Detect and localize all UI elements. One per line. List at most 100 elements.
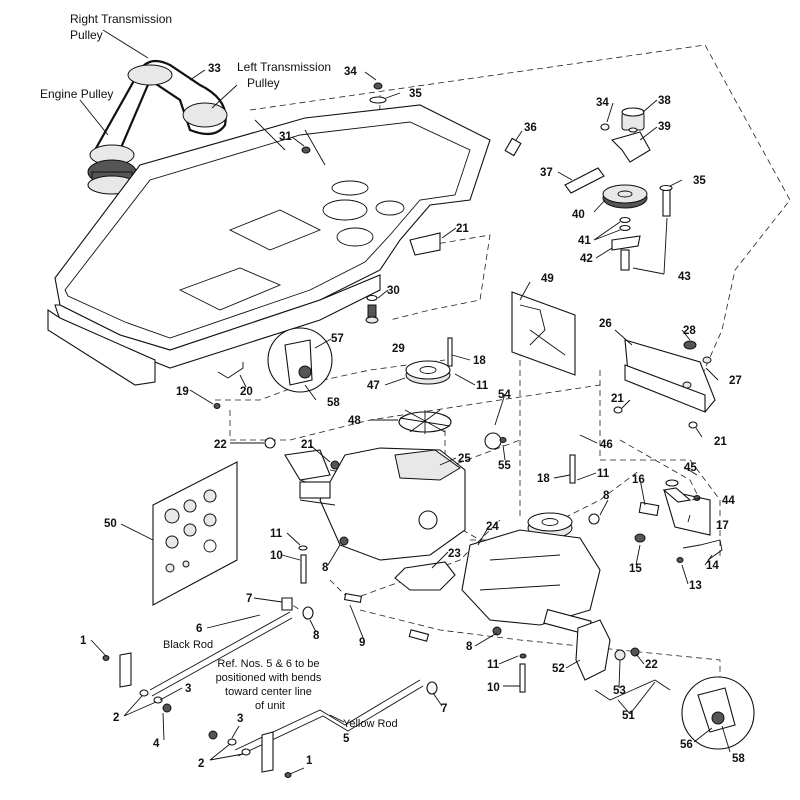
seal-kit-50 — [152, 461, 238, 606]
callout-1-b: 1 — [306, 755, 313, 767]
callout-56: 56 — [680, 739, 693, 751]
right-transmission-pulley-line1: Right Transmission — [70, 12, 172, 26]
callout-50: 50 — [104, 518, 117, 530]
callout-8: 8 — [603, 490, 610, 502]
callout-2-b: 2 — [198, 758, 204, 770]
callout-11-d: 11 — [487, 659, 500, 671]
callout-6: 6 — [196, 623, 202, 635]
rod-20 — [213, 362, 244, 409]
callout-18: 18 — [473, 355, 486, 367]
part-48-fan — [398, 409, 452, 434]
callout-42: 42 — [580, 253, 593, 265]
dashed-guide-lines — [215, 44, 791, 690]
part-42-shape — [611, 235, 641, 251]
callout-30: 30 — [387, 285, 400, 297]
bolt-29-30 — [365, 294, 379, 324]
callout-37: 37 — [540, 167, 553, 179]
callout-35: 35 — [409, 88, 422, 100]
callout-2: 2 — [113, 712, 119, 724]
black-rod-label: Black Rod — [163, 639, 213, 651]
bracket-23 — [394, 561, 456, 591]
callout-10-b: 10 — [487, 682, 500, 694]
callout-26: 26 — [599, 318, 612, 330]
callout-57: 57 — [331, 333, 344, 345]
callout-21: 21 — [456, 223, 469, 235]
left-transmission-pulley-line2: Pulley — [247, 76, 280, 90]
left-transmission-pulley-label: Left Transmission Pulley — [237, 60, 334, 90]
callout-8-c: 8 — [313, 630, 320, 642]
bracket-17 — [634, 479, 723, 563]
callout-54: 54 — [498, 389, 511, 401]
callout-10: 10 — [270, 550, 283, 562]
callout-24: 24 — [486, 521, 499, 533]
callout-3: 3 — [185, 683, 191, 695]
callout-11: 11 — [476, 380, 489, 392]
callout-19: 19 — [176, 386, 189, 398]
right-transmission-pulley-shape — [127, 64, 173, 86]
callout-53: 53 — [613, 685, 626, 697]
part-21-flange — [284, 449, 331, 481]
callout-11-c: 11 — [270, 528, 283, 540]
left-transmission-pulley-shape — [182, 102, 228, 128]
callout-43: 43 — [678, 271, 691, 283]
part-37-spring — [564, 167, 605, 194]
part-43-bolt — [662, 189, 671, 217]
part-10-right — [519, 663, 526, 693]
callout-7: 7 — [246, 593, 252, 605]
callout-28: 28 — [683, 325, 696, 337]
callout-14: 14 — [706, 560, 719, 572]
callout-23: 23 — [448, 548, 461, 560]
part-16 — [638, 501, 660, 517]
callout-31: 31 — [279, 131, 292, 143]
callout-20: 20 — [240, 386, 253, 398]
rods-note-line1: Ref. Nos. 5 & 6 to be — [217, 658, 319, 670]
part-14-rod — [682, 539, 723, 561]
part-34-nut — [373, 82, 383, 90]
yellow-rod-label: Yellow Rod — [343, 718, 398, 730]
callout-29: 29 — [392, 343, 405, 355]
part-49-inset — [511, 291, 576, 376]
callout-49: 49 — [541, 273, 554, 285]
part-22-right — [630, 647, 640, 657]
callout-21-d: 21 — [301, 439, 314, 451]
part-18-right — [569, 454, 576, 484]
mower-frame — [47, 104, 491, 386]
control-rods — [102, 593, 438, 778]
callout-21-b: 21 — [611, 393, 624, 405]
idler-assembly — [301, 82, 673, 271]
callout-46: 46 — [600, 439, 613, 451]
part-1-bracket — [119, 652, 132, 688]
callout-58: 58 — [327, 397, 340, 409]
callout-5: 5 — [343, 733, 350, 745]
callout-27: 27 — [729, 375, 742, 387]
callout-4: 4 — [153, 738, 160, 750]
bracket-26 — [613, 339, 716, 429]
callout-34: 34 — [344, 66, 357, 78]
rods-note-line2: positioned with bends — [216, 672, 322, 684]
callout-18-b: 18 — [537, 473, 550, 485]
callout-40: 40 — [572, 209, 585, 221]
left-transmission-pulley-line1: Left Transmission — [237, 60, 331, 74]
rods-note-line4: of unit — [255, 700, 285, 712]
callout-numbers: 33 34 35 31 36 34 38 39 37 35 40 41 42 4… — [80, 63, 745, 770]
callout-38: 38 — [658, 95, 671, 107]
callout-17: 17 — [716, 520, 729, 532]
callout-55: 55 — [498, 460, 511, 472]
callout-58-b: 58 — [732, 753, 745, 765]
part-36-pin — [504, 137, 522, 157]
callout-8-d: 8 — [466, 641, 473, 653]
callout-41: 41 — [578, 235, 591, 247]
part-31-nut — [301, 146, 311, 154]
part-21-bracket — [409, 232, 441, 256]
leader-lines — [79, 29, 731, 775]
part-54-gear — [484, 432, 502, 450]
rods-note-line3: toward center line — [225, 686, 312, 698]
inset-circle-57-58 — [267, 327, 333, 393]
part-1-bracket-2 — [261, 731, 274, 773]
callout-47: 47 — [367, 380, 380, 392]
callout-3-b: 3 — [237, 713, 243, 725]
part-22-nut — [264, 437, 276, 449]
callout-34-b: 34 — [596, 97, 609, 109]
callout-45: 45 — [684, 462, 697, 474]
